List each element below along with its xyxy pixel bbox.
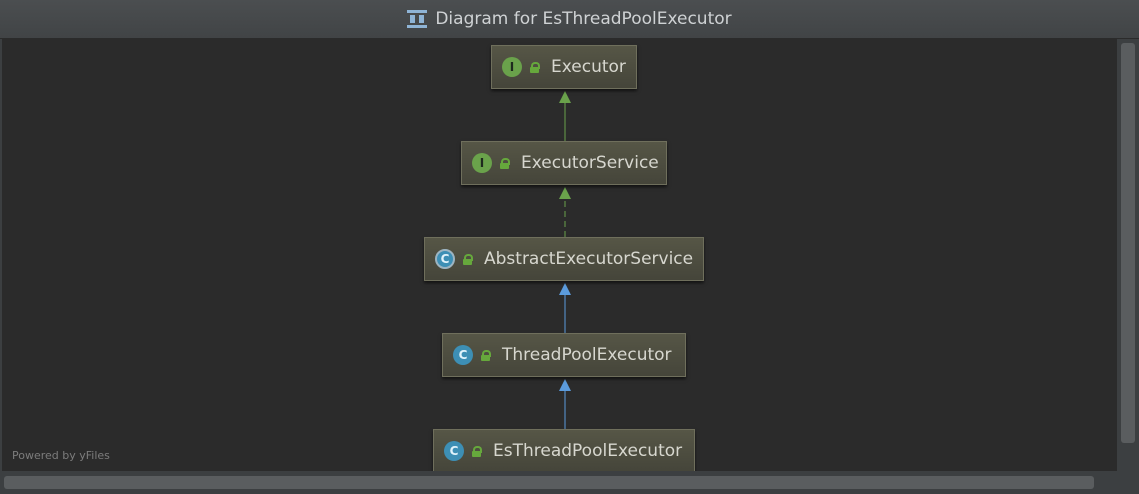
node-label: EsThreadPoolExecutor [493, 441, 683, 461]
node-abstract-executor-service[interactable]: C AbstractExecutorService [424, 237, 704, 281]
edge-executorservice-to-executor [559, 91, 571, 141]
class-icon: C [444, 441, 464, 461]
edge-abstractexecutorservice-to-executorservice [559, 187, 571, 237]
edge-esthreadpoolexecutor-to-threadpoolexecutor [559, 379, 571, 429]
node-executor[interactable]: I Executor [491, 45, 637, 89]
public-visibility-icon [472, 446, 482, 457]
title-bar: Diagram for EsThreadPoolExecutor [0, 0, 1139, 39]
vertical-scroll-thumb[interactable] [1121, 43, 1135, 443]
interface-icon: I [472, 153, 492, 173]
node-label: ExecutorService [521, 153, 659, 173]
public-visibility-icon [481, 350, 491, 361]
node-label: ThreadPoolExecutor [502, 345, 672, 365]
class-icon: C [453, 345, 473, 365]
public-visibility-icon [530, 62, 540, 73]
vertical-scrollbar[interactable] [1117, 39, 1139, 471]
public-visibility-icon [463, 254, 473, 265]
node-label: AbstractExecutorService [484, 249, 694, 269]
window-title: Diagram for EsThreadPoolExecutor [435, 9, 732, 29]
public-visibility-icon [500, 158, 510, 169]
interface-icon: I [502, 57, 522, 77]
node-thread-pool-executor[interactable]: C ThreadPoolExecutor [442, 333, 686, 377]
edge-threadpoolexecutor-to-abstractexecutorservice [559, 283, 571, 333]
diagram-edges [559, 91, 571, 429]
node-label: Executor [551, 57, 626, 77]
node-es-thread-pool-executor[interactable]: C EsThreadPoolExecutor [433, 429, 695, 471]
diagram-canvas[interactable]: I Executor I ExecutorService C AbstractE… [2, 39, 1117, 471]
horizontal-scroll-thumb[interactable] [4, 476, 1094, 489]
abstract-class-icon: C [435, 249, 455, 269]
node-executor-service[interactable]: I ExecutorService [461, 141, 667, 185]
horizontal-scrollbar[interactable] [0, 471, 1139, 494]
powered-by-label: Powered by yFiles [12, 449, 110, 462]
diagram-icon [407, 10, 428, 28]
